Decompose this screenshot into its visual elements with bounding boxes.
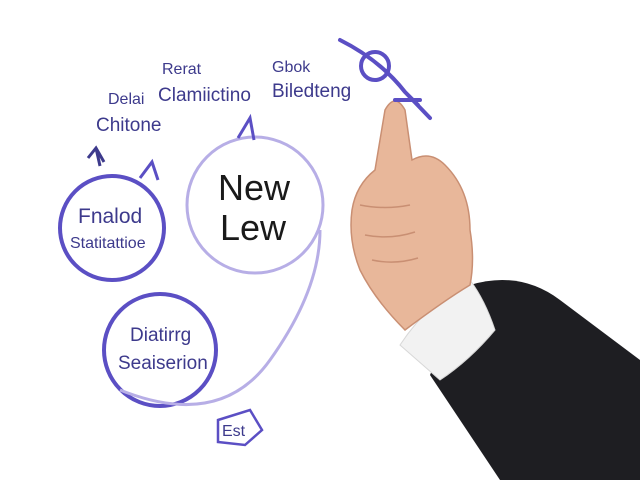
big-cycle-arrowhead [236,113,256,141]
label-rerat: Rerat [162,61,202,78]
bottom-tag-shape [216,408,264,447]
pointer-ring [359,50,391,82]
label-chitone: Chitone [96,115,162,136]
label-clamiictino: Clamiictino [158,85,251,106]
label-statitattioe: Statitattioe [70,235,146,252]
label-diatirrg: Diatirrg [130,325,192,346]
big-cycle-circle [185,135,325,275]
label-est: Est [222,423,246,440]
hand [350,100,474,331]
label-new: New [218,167,291,208]
label-biledteng: Biledteng [272,81,352,102]
label-gbok: Gbok [272,59,311,76]
knuckle-line [359,204,419,263]
left-hook [86,145,106,167]
label-delai: Delai [108,91,145,108]
bottom-cycle-circle [102,292,218,408]
left-cycle-arrowhead [138,158,160,181]
pointer-arrow [338,38,432,120]
label-seaiserion: Seaiserion [118,353,208,374]
connector-sweep [119,229,322,407]
left-cycle-circle [58,174,166,282]
label-lew: Lew [220,207,287,248]
label-fnalod: Fnalod [78,205,143,228]
